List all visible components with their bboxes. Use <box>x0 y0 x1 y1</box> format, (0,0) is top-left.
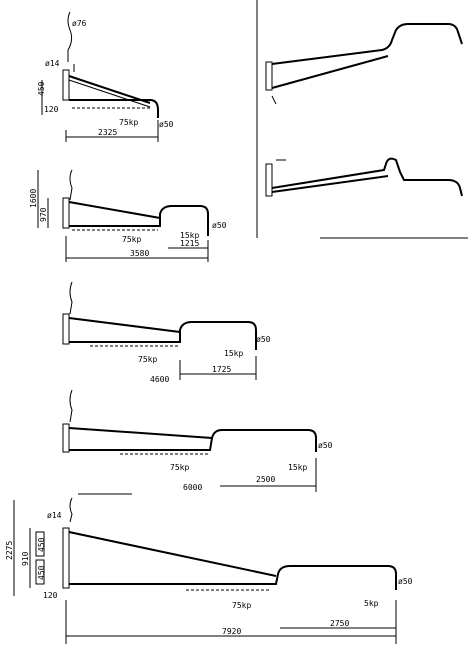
fig1-wall-bracket <box>62 69 70 101</box>
fig5-span: 7920 <box>222 627 241 636</box>
fig3-load: 75kp <box>138 355 157 364</box>
fig4-diagonal-brace <box>68 427 213 439</box>
fig5-h1: 450 <box>37 537 46 552</box>
rv1-arm <box>271 23 463 65</box>
fig4-arm <box>69 429 317 452</box>
fig2-d-end: ø50 <box>212 221 227 230</box>
fig1-d-rail: ø14 <box>45 59 60 68</box>
figure-3: 75kp 15kp ø50 1725 4600 <box>62 281 271 384</box>
right-view-bottom <box>265 157 463 197</box>
fig3-seg: 1725 <box>212 365 231 374</box>
fig3-diagonal-brace <box>68 317 181 333</box>
fig1-load: 75kp <box>119 118 138 127</box>
fig2-height: 1600 <box>29 189 38 208</box>
fig5-h3: 120 <box>43 591 58 600</box>
fig5-height: 2275 <box>5 541 14 560</box>
rv1-wall-bracket <box>265 61 273 91</box>
fig4-load2: 15kp <box>288 463 307 472</box>
fig2-wall-bracket <box>62 197 70 229</box>
fig4-seg: 2500 <box>256 475 275 484</box>
fig4-pole <box>69 389 73 423</box>
fig4-load: 75kp <box>170 463 189 472</box>
fig3-pole <box>69 281 73 315</box>
rv2-wall-bracket <box>265 163 273 197</box>
fig1-h2: 120 <box>44 105 59 114</box>
fig2-pole <box>69 169 73 201</box>
fig1-diagonal-brace <box>68 75 151 104</box>
fig5-arm <box>69 565 397 590</box>
fig4-d-end: ø50 <box>318 441 333 450</box>
fig3-d-end: ø50 <box>256 335 271 344</box>
fig5-h2: 450 <box>37 565 46 580</box>
fig1-h1: 450 <box>37 81 46 96</box>
figure-2: 1600 970 75kp 15kp ø50 1215 3580 <box>29 169 227 262</box>
figure-5: 2275 910 450 450 ø14 120 75kp ø50 5kp 27… <box>5 493 413 644</box>
fig5-dim-box-2 <box>35 559 45 585</box>
fig1-arm <box>69 99 159 118</box>
fig1-span: 2325 <box>98 128 117 137</box>
fig3-arm <box>69 321 257 350</box>
right-view-top <box>265 23 463 105</box>
fig5-h: 910 <box>21 551 30 566</box>
fig5-diagonal-brace <box>68 531 277 577</box>
rv1-foot <box>271 95 277 105</box>
rv1-diagonal-brace <box>271 55 389 89</box>
fig3-wall-bracket <box>62 313 70 345</box>
fig5-seg: 2750 <box>330 619 349 628</box>
fig5-load2: 5kp <box>364 599 379 608</box>
rv2-arm <box>271 157 463 197</box>
fig1-pole <box>67 11 73 62</box>
fig1-d-end: ø50 <box>159 120 174 129</box>
fig2-seg: 1215 <box>180 239 199 248</box>
fig5-wall-bracket <box>62 527 70 589</box>
fig2-span: 3580 <box>130 249 149 258</box>
fig5-d-rail: ø14 <box>47 511 62 520</box>
fig1-d-top: ø76 <box>72 19 87 28</box>
fig4-wall-bracket <box>62 423 70 453</box>
fig2-arm <box>69 205 209 236</box>
fig5-load: 75kp <box>232 601 251 610</box>
fig3-span: 4600 <box>150 375 169 384</box>
fig3-load2: 15kp <box>224 349 243 358</box>
figure-4: 75kp 15kp ø50 2500 6000 <box>62 389 333 492</box>
fig5-dim-box-1 <box>35 531 45 557</box>
fig2-diagonal-brace <box>68 201 161 219</box>
fig2-load: 75kp <box>122 235 141 244</box>
rv2-diagonal-brace <box>271 175 389 193</box>
fig5-pole <box>69 497 73 523</box>
fig5-d-end: ø50 <box>398 577 413 586</box>
fig4-span: 6000 <box>183 483 202 492</box>
figure-1: ø76 ø14 450 120 75kp ø50 2325 <box>37 11 174 142</box>
fig2-load2: 15kp <box>180 231 199 240</box>
fig2-h: 970 <box>39 207 48 222</box>
fig1-diagonal-brace-2 <box>68 79 151 108</box>
